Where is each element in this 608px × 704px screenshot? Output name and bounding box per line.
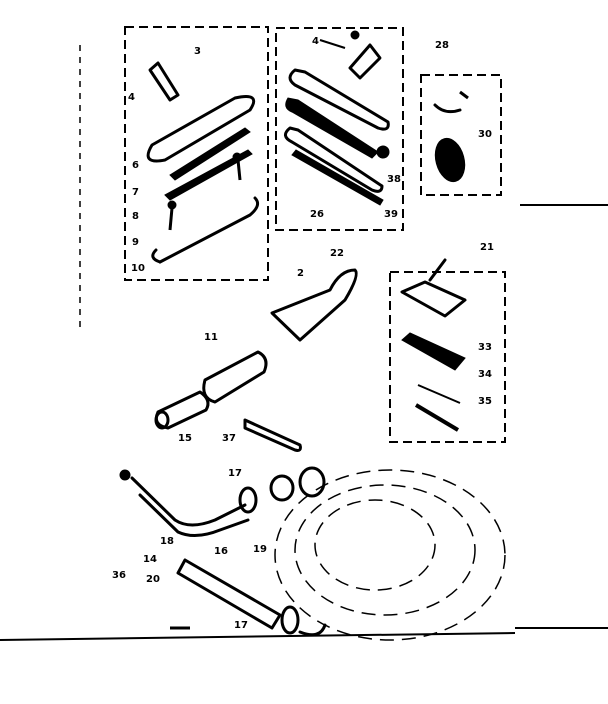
rug-nozzle [284, 30, 390, 206]
label-8: 8 [132, 211, 139, 222]
label-19: 19 [253, 544, 267, 555]
extension-wands [154, 350, 268, 430]
bent-wand-handle [119, 469, 258, 537]
label-4-rug: 4 [312, 36, 319, 47]
hose-handle [176, 558, 327, 637]
label-7: 7 [132, 187, 139, 198]
label-17: 17 [228, 468, 242, 479]
hose-swivel-end [298, 466, 326, 498]
label-16: 16 [214, 546, 228, 557]
label-4: 4 [128, 92, 135, 103]
dusting-brush [433, 90, 469, 183]
label-2: 2 [297, 268, 304, 279]
label-18: 18 [160, 536, 174, 547]
floor-brush-group-box [124, 26, 269, 281]
label-38: 38 [387, 174, 401, 185]
small-brush [243, 418, 302, 452]
label-6: 6 [132, 160, 139, 171]
label-30: 30 [478, 129, 492, 140]
label-39: 39 [384, 209, 398, 220]
label-34: 34 [478, 369, 492, 380]
floor-brush [146, 61, 260, 264]
label-20: 20 [146, 574, 160, 585]
crevice-tool [270, 268, 358, 342]
upholstery-tool [400, 258, 467, 432]
label-28: 28 [435, 40, 449, 51]
label-11: 11 [204, 332, 218, 343]
label-17-bottom: 17 [234, 620, 248, 631]
label-3-rug: 3 [352, 30, 359, 41]
label-33: 33 [478, 342, 492, 353]
label-9: 9 [132, 237, 139, 248]
dusting-brush-group-box [420, 74, 502, 196]
hose-coupling [269, 474, 295, 502]
label-14: 14 [143, 554, 157, 565]
rug-tool-group-box [275, 27, 404, 231]
label-22: 22 [330, 248, 344, 259]
label-37: 37 [222, 433, 236, 444]
label-35: 35 [478, 396, 492, 407]
bottom-rule [0, 632, 516, 641]
upholstery-tool-group-box [389, 271, 506, 443]
label-21: 21 [480, 242, 494, 253]
label-26: 26 [310, 209, 324, 220]
label-15: 15 [178, 433, 192, 444]
hose [274, 469, 506, 641]
label-3: 3 [194, 46, 201, 57]
label-10: 10 [131, 263, 145, 274]
label-36: 36 [112, 570, 126, 581]
